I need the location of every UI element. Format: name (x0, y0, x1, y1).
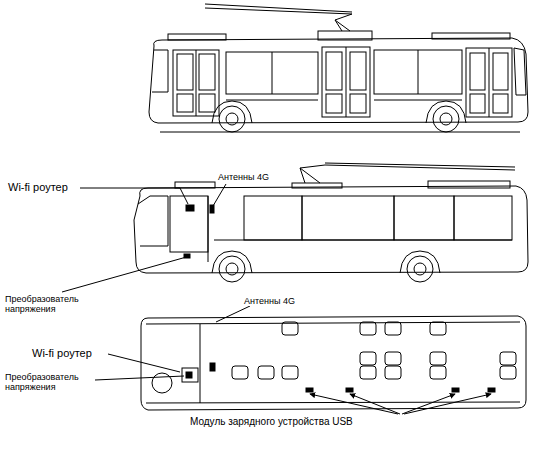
leader-lines (62, 184, 491, 414)
part-label: Преобразователь напряжения (5, 294, 105, 315)
seat-symbol (430, 352, 446, 365)
plan-view (141, 316, 526, 410)
seat-symbol (282, 366, 298, 379)
seat-symbol (385, 366, 401, 379)
part-label: Преобразователь напряжения (5, 372, 105, 393)
seat-symbol (500, 366, 516, 379)
part-label: Антенны 4G (244, 296, 295, 306)
seat-symbol (385, 352, 401, 365)
seat-symbol (360, 366, 376, 379)
part-label: Wi-fi роутер (8, 181, 68, 194)
seat-symbol (385, 322, 401, 335)
side-view-left (134, 163, 528, 282)
seat-symbol (360, 322, 376, 335)
seat-symbol (430, 322, 446, 335)
part-label: Wi-fi роутер (32, 347, 92, 360)
seat-symbol (430, 366, 446, 379)
seat-symbol (282, 322, 298, 335)
part-label: Антенны 4G (218, 172, 269, 182)
seat-symbol (258, 366, 274, 379)
callout-label: Модуль зарядного устройства USB (190, 416, 353, 428)
seat-symbol (360, 352, 376, 365)
seat-symbol (500, 352, 516, 365)
seat-symbol (232, 366, 248, 379)
side-view-right (149, 4, 528, 132)
